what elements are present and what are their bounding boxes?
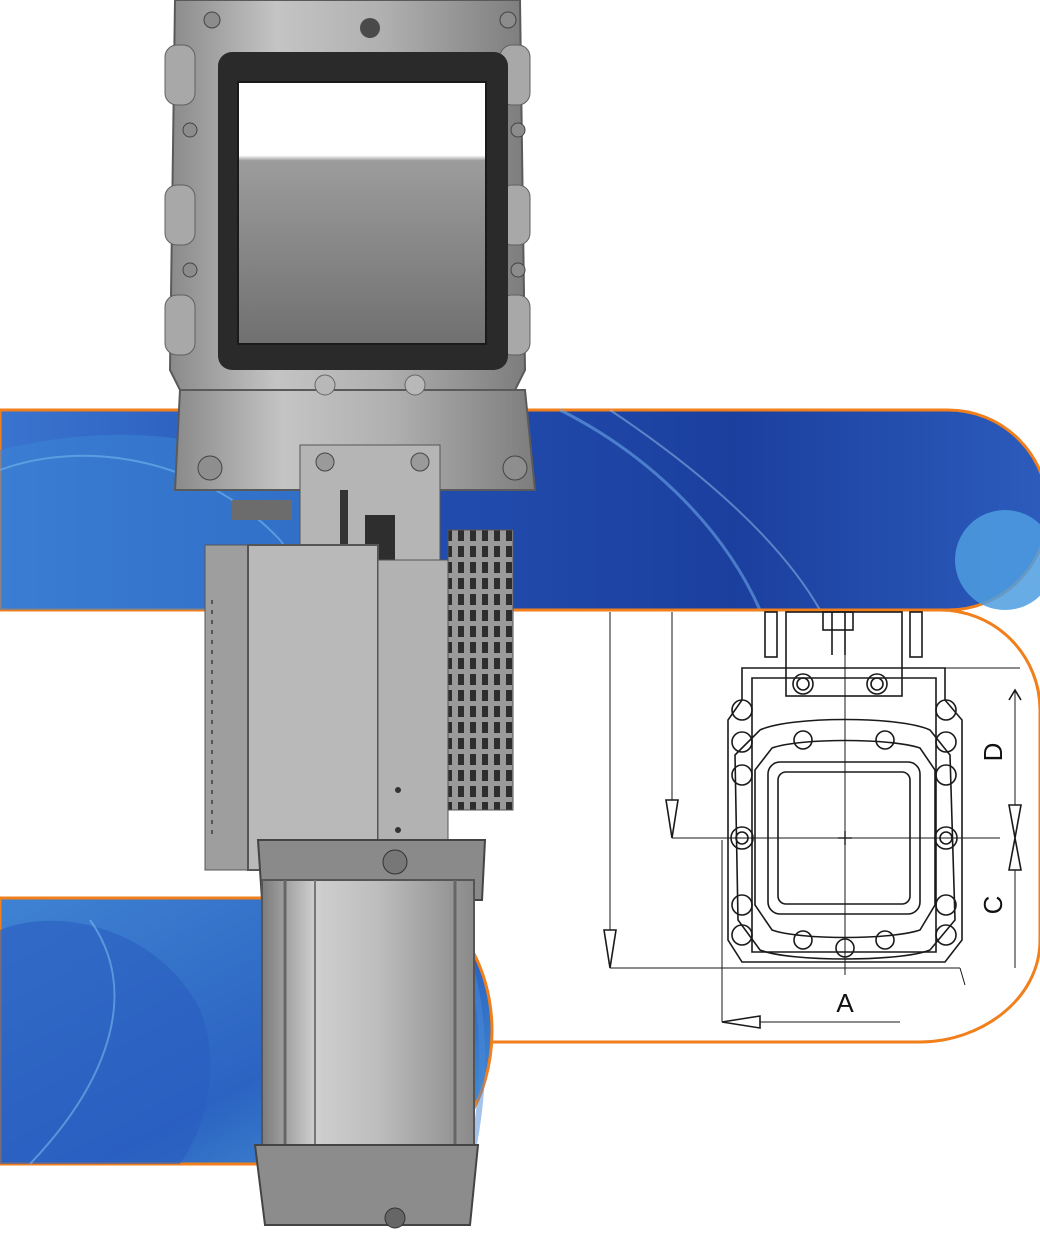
dimension-label-c: C (978, 896, 1008, 915)
dimension-label-a: A (836, 988, 854, 1018)
valve-technical-drawing (603, 611, 1022, 1029)
drawing-panel (480, 608, 1040, 1044)
dimension-label-d: D (978, 743, 1008, 762)
slide-gate-valve-photo (164, 0, 537, 1229)
